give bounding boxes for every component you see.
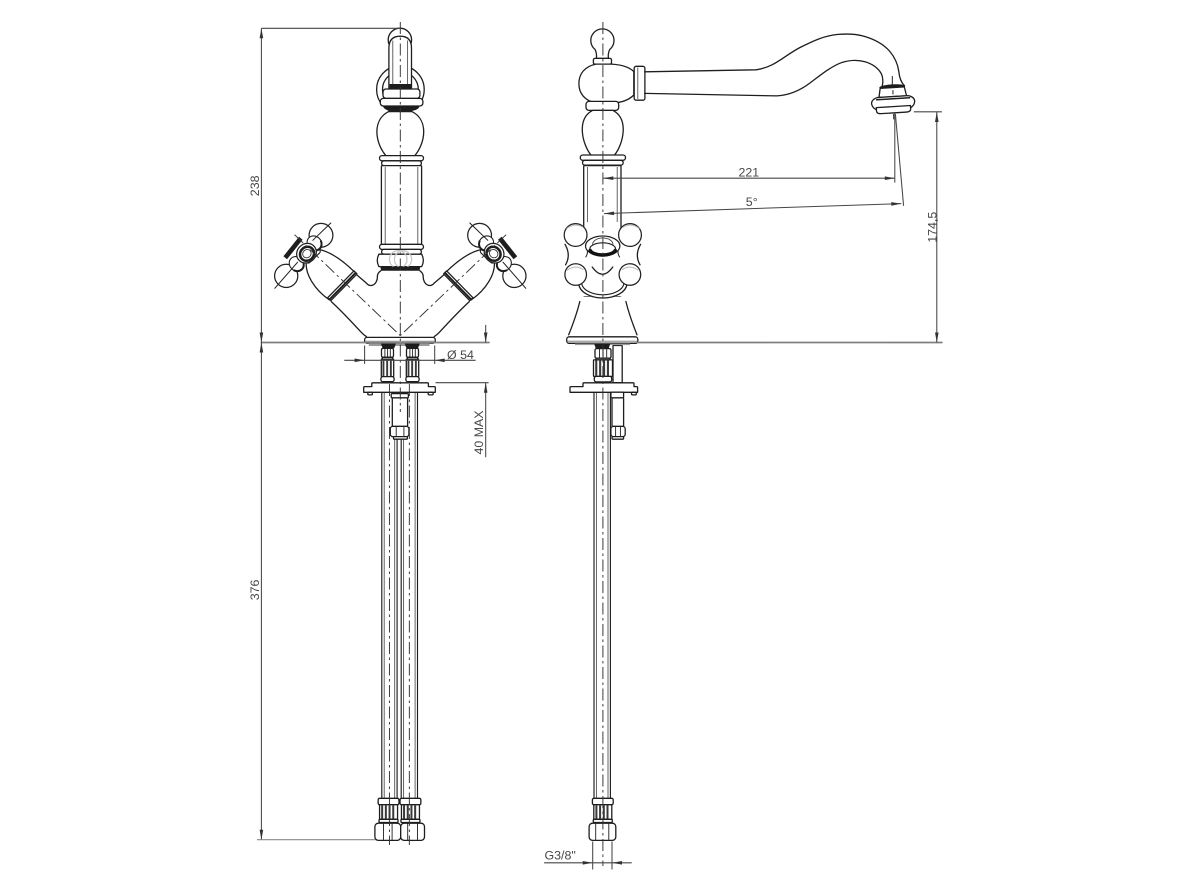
svg-text:5°: 5° (746, 195, 758, 209)
svg-text:40 MAX: 40 MAX (472, 410, 486, 454)
svg-text:G3/8": G3/8" (545, 849, 576, 863)
svg-text:221: 221 (739, 166, 760, 180)
svg-text:Ø 54: Ø 54 (447, 348, 474, 362)
svg-text:238: 238 (248, 175, 262, 196)
svg-text:376: 376 (248, 580, 262, 601)
svg-text:174,5: 174,5 (925, 212, 939, 243)
